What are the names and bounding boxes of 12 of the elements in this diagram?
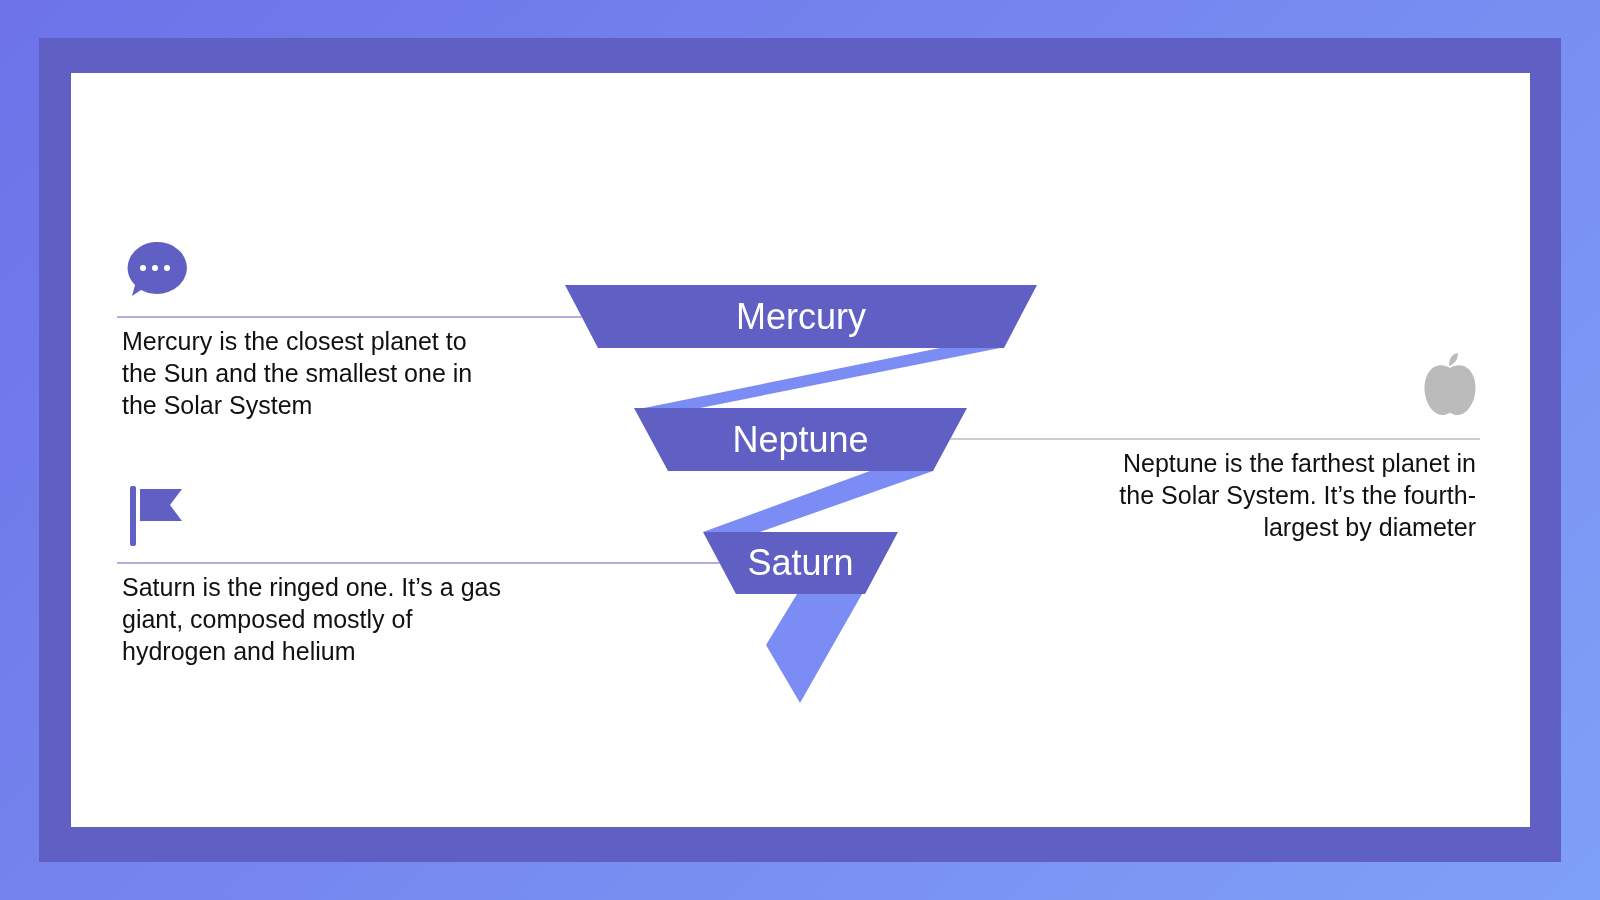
description-text: Neptune is the farthest planet in the Solar System. It’s the fourth-largest by diameter [1096,439,1476,543]
funnel-segment [565,285,1037,348]
segment-label: Mercury [736,295,866,338]
segment-label: Neptune [732,418,869,461]
leader-line [116,562,721,564]
segment-label: Saturn [747,542,854,584]
funnel-segment [634,408,967,471]
leader-line [949,438,1481,440]
leader-line [116,316,583,318]
description-text: Saturn is the ringed one. It’s a gas giant, composed mostly of hydrogen and helium [122,563,517,667]
funnel-segment [703,532,898,594]
description-text: Mercury is the closest planet to the Sun and the smallest one in the Solar System [122,317,497,421]
